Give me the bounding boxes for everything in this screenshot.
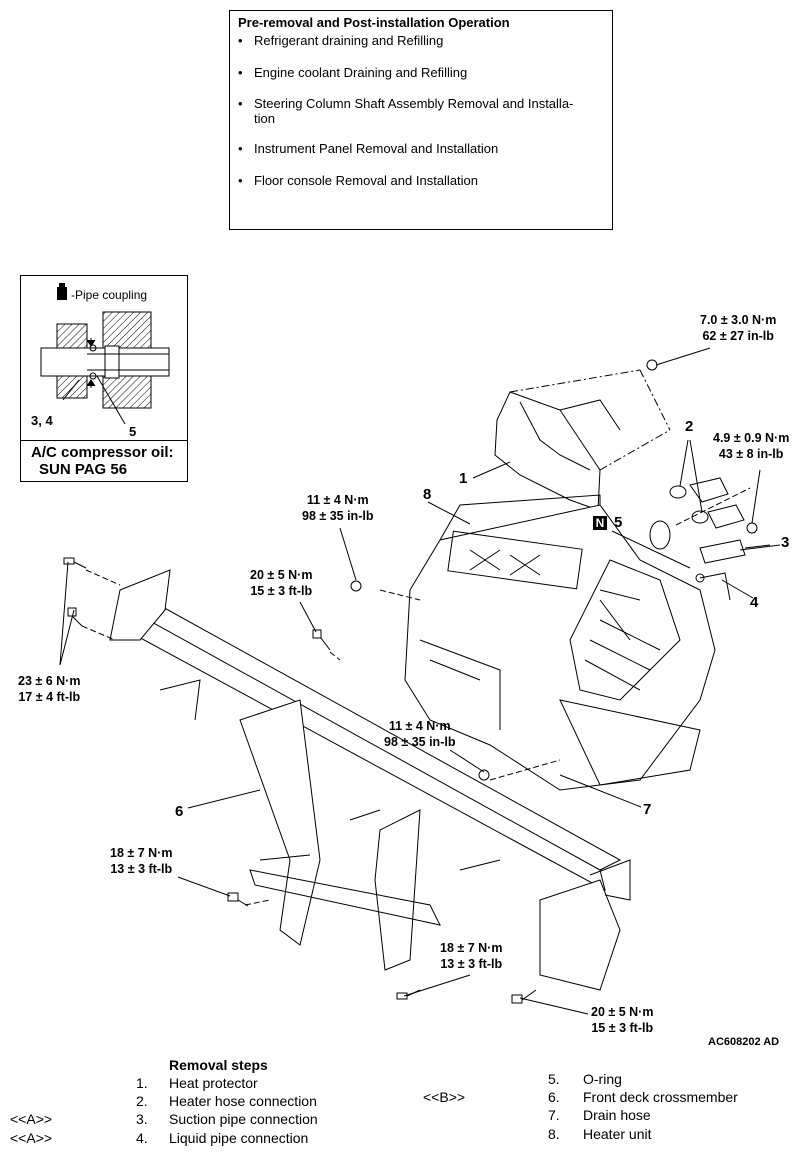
step-number: 7. — [548, 1107, 560, 1123]
heat-protector — [494, 391, 621, 511]
bolt-icon — [511, 989, 537, 1004]
step-text: Suction pipe connection — [169, 1111, 318, 1127]
oil-spec-line1: A/C compressor oil: — [31, 444, 174, 461]
nut-icon — [350, 580, 362, 592]
pipe-coupling-label: -Pipe coupling — [71, 288, 148, 302]
bolt-icon — [227, 892, 249, 907]
step-text: Heater unit — [583, 1126, 652, 1142]
step-text: Front deck crossmember — [583, 1089, 738, 1105]
step-number: 5. — [548, 1071, 560, 1087]
callout-1: 1 — [459, 470, 468, 487]
operation-item-continued: tion — [254, 111, 275, 126]
step-text: Heat protector — [169, 1075, 258, 1091]
step-number: 1. — [136, 1075, 148, 1091]
pipe-coupling-inset: -Pipe coupling 3, 4 5 A/C compressor oil… — [20, 275, 188, 482]
step-mark: <<A>> — [10, 1130, 53, 1146]
step-mark: <<A>> — [10, 1111, 53, 1127]
callout-4: 4 — [750, 594, 759, 611]
operation-item: Refrigerant draining and Refilling — [238, 33, 443, 48]
nut-icon — [646, 359, 658, 371]
step-number: 4. — [136, 1130, 148, 1146]
bolt-icon — [63, 557, 87, 569]
liquid-pipe — [695, 572, 731, 601]
operation-item: Instrument Panel Removal and Installatio… — [238, 141, 498, 156]
step-mark: <<B>> — [423, 1089, 466, 1105]
operation-item: Steering Column Shaft Assembly Removal a… — [238, 96, 573, 111]
new-part-n-icon: N — [593, 516, 607, 530]
oil-spec-line2: SUN PAG 56 — [39, 461, 128, 478]
bolt-icon — [312, 629, 331, 651]
operations-box: Pre-removal and Post-installation Operat… — [229, 10, 613, 230]
inset-divider — [21, 440, 187, 441]
step-text: Heater hose connection — [169, 1093, 317, 1109]
callout-2: 2 — [685, 418, 694, 435]
callout-8: 8 — [423, 486, 432, 503]
inset-label-5: 5 — [129, 424, 137, 439]
step-text: O-ring — [583, 1071, 622, 1087]
operation-item: Floor console Removal and Installation — [238, 173, 478, 188]
oil-spec: A/C compressor oil: SUN PAG 56 — [31, 444, 174, 478]
front-deck-crossmember — [109, 569, 631, 991]
step-number: 8. — [548, 1126, 560, 1142]
step-number: 3. — [136, 1111, 148, 1127]
step-number: 6. — [548, 1089, 560, 1105]
inset-label-3-4: 3, 4 — [31, 413, 53, 428]
callout-3: 3 — [781, 534, 790, 551]
callout-5: 5 — [614, 514, 623, 531]
operations-title: Pre-removal and Post-installation Operat… — [238, 15, 510, 30]
figure-code: AC608202 AD — [708, 1036, 780, 1048]
step-text: Drain hose — [583, 1107, 651, 1123]
operation-item: Engine coolant Draining and Refilling — [238, 65, 467, 80]
nut-icon — [746, 522, 758, 534]
step-number: 2. — [136, 1093, 148, 1109]
oil-bottle-icon — [57, 287, 67, 300]
nut-icon — [478, 769, 490, 781]
callout-6: 6 — [175, 803, 184, 820]
suction-pipe — [699, 539, 771, 564]
removal-steps-heading: Removal steps — [169, 1057, 268, 1073]
callout-7: 7 — [643, 801, 652, 818]
heater-unit — [404, 494, 716, 791]
exploded-view-drawing — [59, 347, 781, 1015]
heater-hose-connection — [649, 477, 745, 550]
step-text: Liquid pipe connection — [169, 1130, 309, 1146]
pipe-coupling-drawing — [40, 283, 170, 425]
